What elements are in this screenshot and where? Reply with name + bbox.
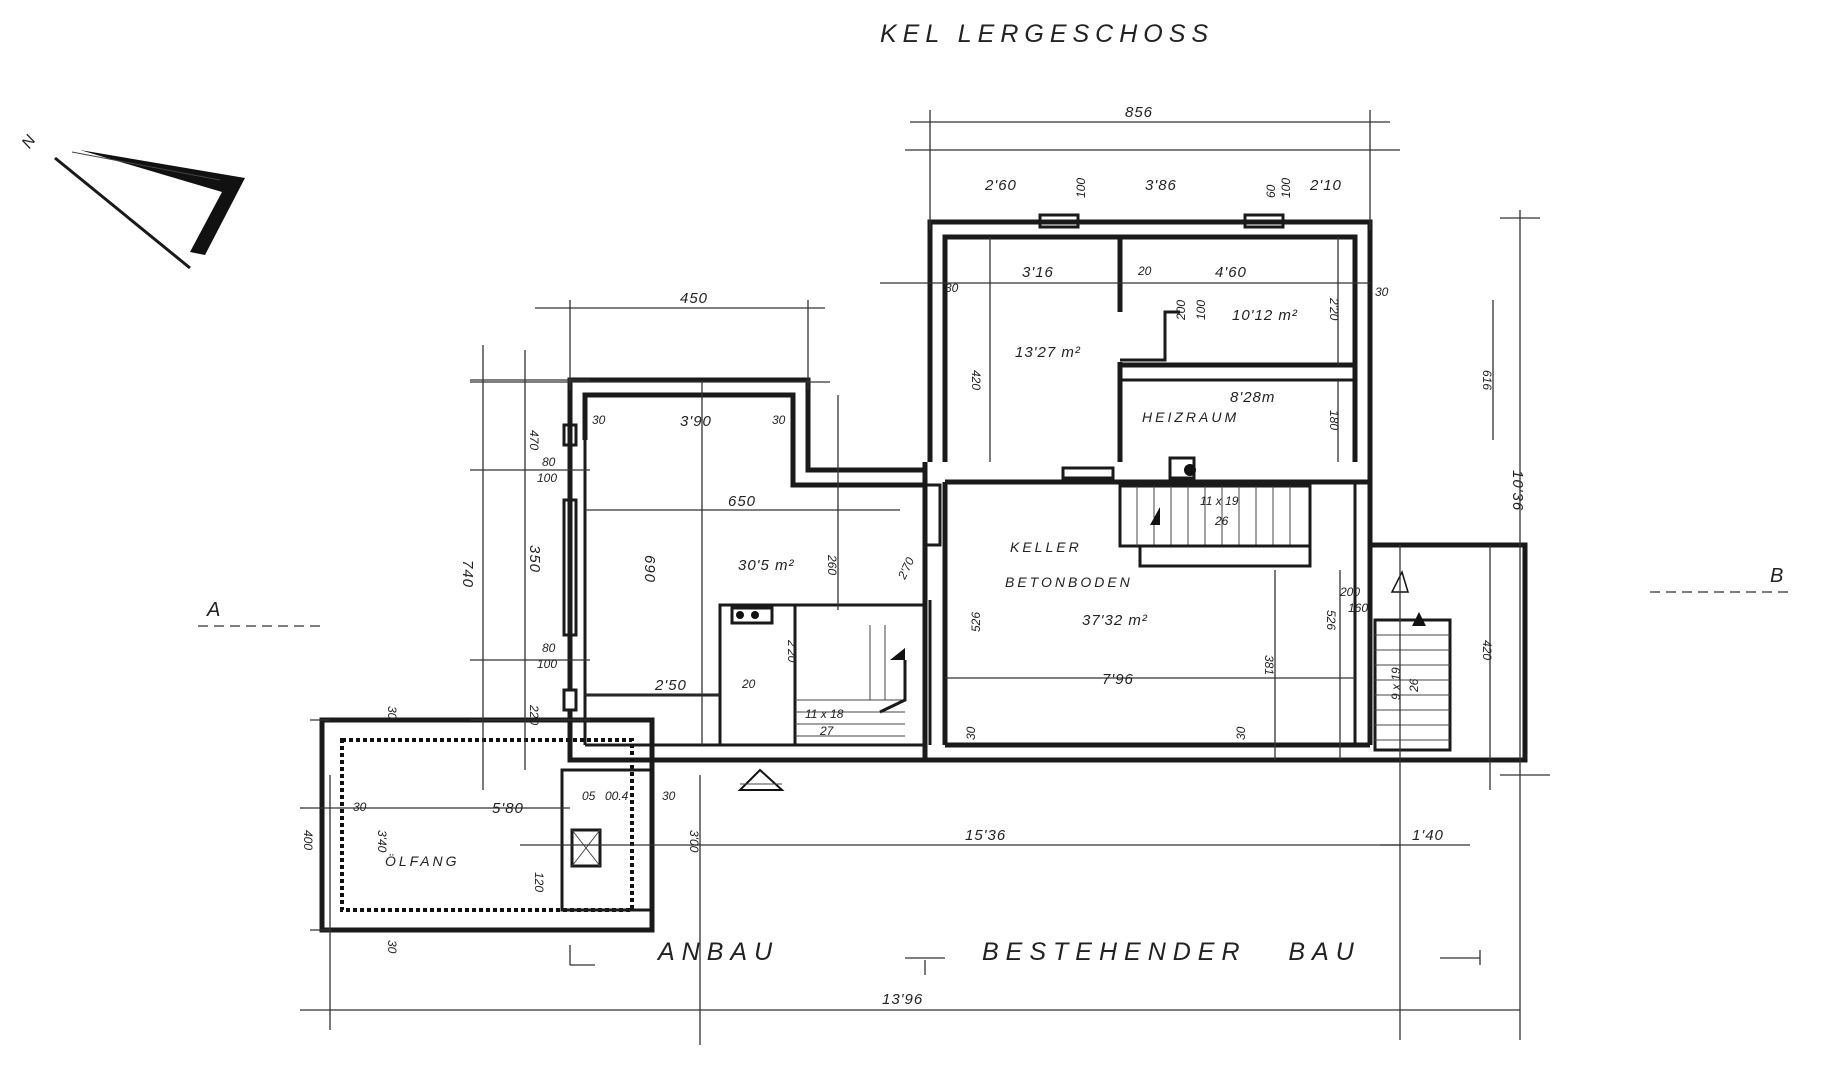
dim-w-30d: 30 [662, 789, 676, 803]
dim-w-30h: 30 [1375, 285, 1389, 299]
dim-w-30i: 30 [1234, 726, 1248, 740]
dim-inner-b: 20 [1137, 264, 1152, 278]
anbau-room-area: 30'5 m² [738, 557, 795, 574]
dim-h-381: 381 [1262, 655, 1276, 675]
stair-2-count: 27 [819, 724, 835, 738]
dim-h-100c: 100 [1194, 300, 1208, 320]
dim-h-100-bot: 100 [537, 657, 557, 671]
dim-top-c: 3'86 [1145, 177, 1177, 194]
label-bestehender-bau: BESTEHENDER BAU [982, 938, 1361, 966]
dim-w-796: 7'96 [1102, 671, 1134, 688]
stair-3-size: 9 x 19 [1389, 667, 1403, 700]
dim-h-420: 420 [969, 370, 983, 390]
stair-2-size: 11 x 18 [805, 707, 844, 721]
dim-w-1396: 13'96 [882, 991, 923, 1008]
room-2-area: 10'12 m² [1232, 307, 1298, 324]
dim-h-80-bot: 80 [542, 641, 556, 655]
keller-label: KELLER [1010, 539, 1082, 555]
dim-h-220c: 2'20 [1327, 297, 1341, 321]
drawing-title: KEL LERGESCHOSS [880, 20, 1214, 48]
dim-top-d: 60 [1264, 184, 1278, 198]
existing-building-walls [922, 213, 1528, 763]
dim-w-30e: 30 [385, 706, 399, 720]
dim-h-340: 3'40 [375, 830, 389, 853]
dim-w-390: 3'90 [680, 413, 712, 430]
heizraum-label: HEIZRAUM [1142, 409, 1239, 425]
stair-1-count: 26 [1214, 514, 1229, 528]
dimension-lines [300, 110, 1550, 1045]
dim-inner-a: 3'16 [1022, 264, 1054, 281]
dim-top-total: 856 [1125, 104, 1153, 121]
north-label: N [19, 132, 40, 152]
section-a-label: A [206, 599, 220, 621]
dim-h-740: 740 [459, 560, 476, 588]
dim-h-526a: 526 [969, 612, 983, 632]
dim-h-690: 690 [641, 555, 658, 583]
dim-h-470: 470 [527, 430, 541, 450]
north-arrow-icon: N [19, 132, 245, 270]
dim-h-160: 160 [1348, 601, 1368, 615]
dim-h-120: 120 [532, 872, 546, 892]
dim-top-f: 2'10 [1309, 177, 1342, 194]
dim-inner-c: 4'60 [1215, 264, 1247, 281]
keller-floor: BETONBODEN [1005, 574, 1133, 590]
dim-h-350: 350 [526, 545, 543, 573]
dim-h-004: 00.4 [605, 789, 629, 803]
stair-1: 11 x 19 26 [1118, 484, 1312, 568]
dim-h-1036: 10'36 [1509, 470, 1526, 511]
dim-top-b: 100 [1074, 178, 1088, 198]
dim-w-30f: 30 [385, 940, 399, 954]
stair-3-count: 26 [1407, 678, 1421, 693]
dim-w-30j: 30 [964, 726, 978, 740]
dim-w-20: 20 [741, 677, 756, 691]
stair-3: 9 x 19 26 [1373, 569, 1452, 752]
dim-w-650: 650 [728, 493, 756, 510]
dim-h-80-top: 80 [542, 455, 556, 469]
dim-h-220b: 2'20 [785, 639, 799, 663]
dim-h-100-top: 100 [537, 471, 557, 485]
dim-w-250: 2'50 [654, 677, 687, 694]
dim-w-1536: 15'36 [965, 827, 1006, 844]
dim-h-200: 200 [1174, 300, 1188, 321]
dim-w-30b: 30 [772, 413, 786, 427]
stair-1-size: 11 x 19 [1200, 494, 1239, 508]
dim-h-270: 2'70 [895, 555, 918, 582]
dim-h-616: 616 [1480, 370, 1494, 390]
dim-w-580: 5'80 [492, 800, 524, 817]
anbau-walls [562, 377, 942, 791]
section-b-label: B [1770, 565, 1783, 587]
dim-h-220: 220 [527, 704, 541, 725]
dim-h-050: 05 [582, 789, 596, 803]
dim-w-30a: 30 [592, 413, 606, 427]
dim-top-a: 2'60 [984, 177, 1017, 194]
dim-h-526b: 526 [1324, 610, 1338, 630]
dim-h-300: 3'00 [687, 830, 701, 853]
stair-2: 11 x 18 27 [795, 625, 907, 738]
dim-h-420b: 420 [1480, 640, 1494, 660]
keller-area: 37'32 m² [1082, 612, 1148, 629]
room-1-area: 13'27 m² [1015, 344, 1081, 361]
dim-w-450: 450 [680, 290, 708, 307]
oelfang-label: ÖLFANG [385, 852, 460, 869]
dim-h-200b: 200 [1339, 585, 1360, 599]
room-labels: 13'27 m² 10'12 m² 8'28m HEIZRAUM KELLER … [385, 307, 1298, 869]
dimension-texts: 856 2'60 100 3'86 60 100 2'10 3'16 20 4'… [301, 104, 1526, 1008]
heizraum-area: 8'28m [1230, 389, 1275, 406]
dim-h-400: 400 [301, 830, 315, 850]
dim-h-260: 260 [825, 554, 839, 575]
dim-w-30c: 30 [353, 800, 367, 814]
dim-w-140: 1'40 [1412, 827, 1444, 844]
label-anbau: ANBAU [656, 938, 779, 966]
dim-top-e: 100 [1279, 178, 1293, 198]
dim-h-180: 180 [1327, 410, 1341, 430]
oelfang [319, 717, 655, 933]
dim-w-30g: 30 [945, 281, 959, 295]
